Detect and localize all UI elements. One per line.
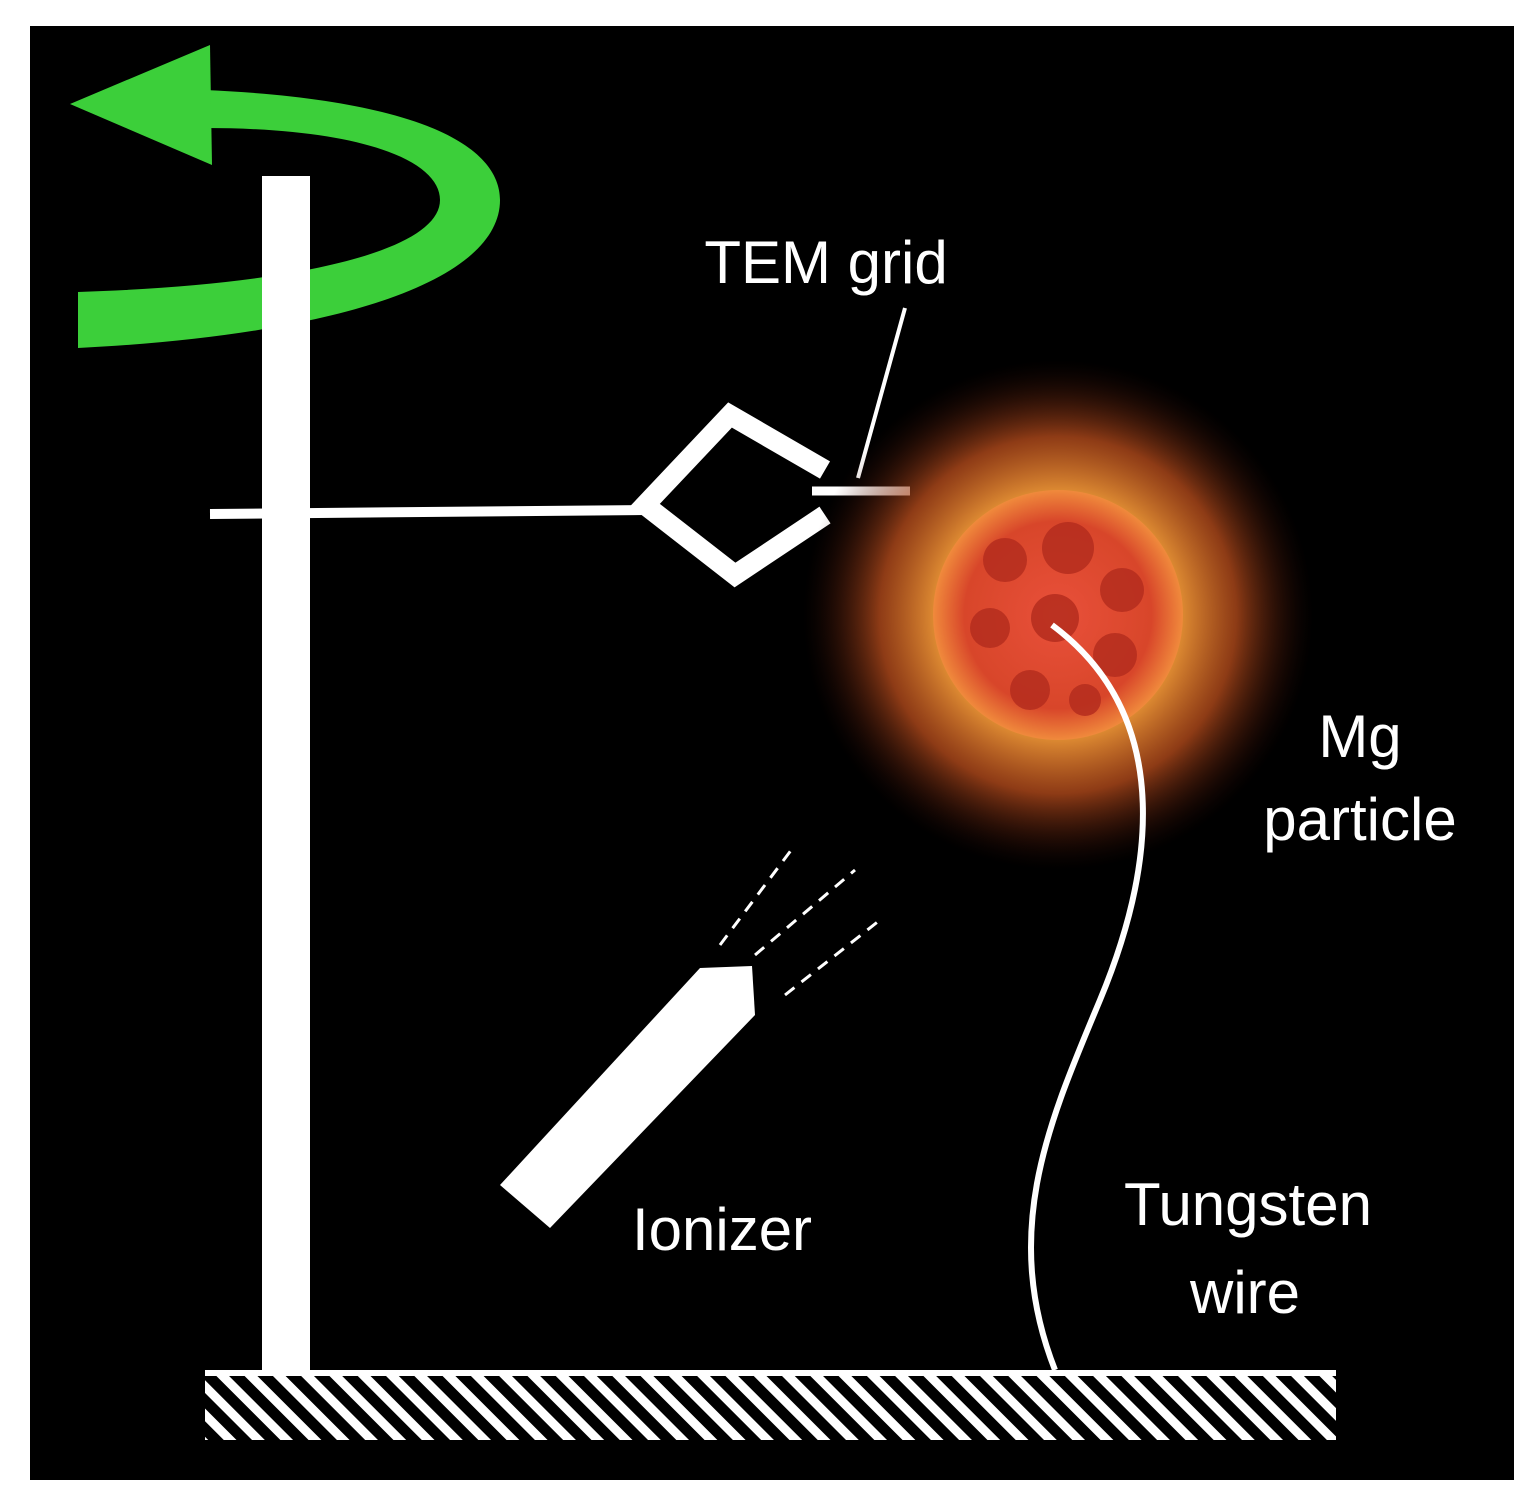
ionizer-body (500, 966, 755, 1228)
tungsten-wire-label-line2: wire (1189, 1259, 1300, 1326)
tem-grid-label: TEM grid (704, 229, 947, 296)
burning-particle-icon (803, 360, 1313, 870)
ionizer-label: Ionizer (632, 1196, 812, 1263)
tungsten-wire-label-line1: Tungsten (1124, 1171, 1372, 1238)
stand-post (262, 176, 310, 1372)
grid-clamp (630, 402, 831, 588)
holder-arm (209, 505, 646, 519)
tungsten-wire (1028, 622, 1146, 1372)
ionizer-emission (718, 844, 881, 997)
rotation-arrow-icon (70, 45, 500, 348)
mg-particle-label-line1: Mg (1318, 703, 1401, 770)
mg-particle-label-line2: particle (1263, 786, 1456, 853)
hatched-ground-icon (205, 1370, 1336, 1440)
